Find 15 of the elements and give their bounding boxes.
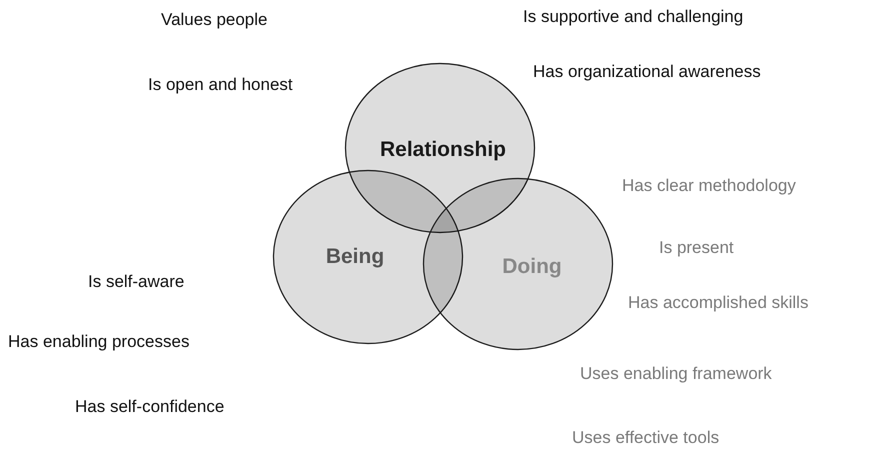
trait-label: Is open and honest <box>148 75 293 95</box>
trait-label: Is present <box>659 238 734 258</box>
trait-label: Has clear methodology <box>622 176 796 196</box>
trait-label: Has self-confidence <box>75 397 224 417</box>
trait-label: Has accomplished skills <box>628 293 808 313</box>
trait-label: Is self-aware <box>88 272 184 292</box>
circle-label: Doing <box>502 255 562 279</box>
trait-label: Values people <box>161 10 268 30</box>
trait-label: Has organizational awareness <box>533 62 761 82</box>
trait-label: Uses enabling framework <box>580 364 772 384</box>
trait-label: Has enabling processes <box>8 332 190 352</box>
trait-label: Uses effective tools <box>572 428 720 448</box>
circle-label: Relationship <box>380 138 506 162</box>
circle-label: Being <box>326 245 384 269</box>
trait-label: Is supportive and challenging <box>523 7 744 27</box>
